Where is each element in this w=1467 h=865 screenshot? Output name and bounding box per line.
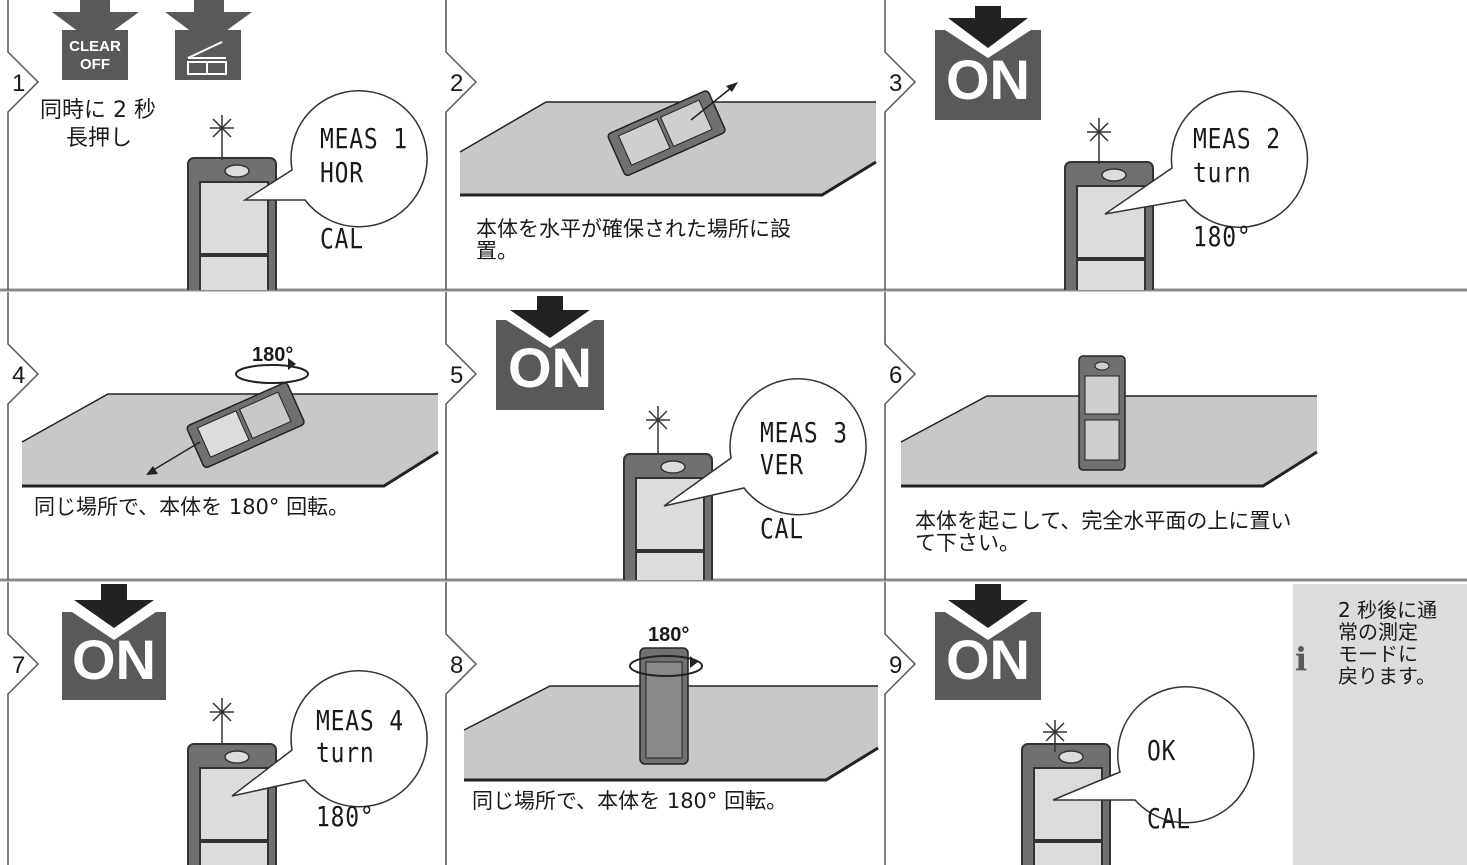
vertical-rotation-graphic xyxy=(463,647,879,782)
step-5-panel: 5 ON MEAS 3 VER CAL xyxy=(446,292,885,580)
step-caption: 本体を起こして、完全水平面の上に置い xyxy=(915,509,1292,533)
step-number: 4 xyxy=(12,362,26,389)
display-line: MEAS 1 xyxy=(320,122,408,155)
step-6-panel: 6 本体を起こして、完全水平面の上に置い て下さい。 xyxy=(885,292,1467,580)
on-button-label: ON xyxy=(72,628,156,691)
horizontal-surface-graphic xyxy=(459,82,877,197)
display-line: CAL xyxy=(320,222,364,255)
step-caption: 長押し xyxy=(66,126,133,151)
step-3-panel: 3 ON MEAS 2 turn 180° xyxy=(885,0,1467,290)
clear-off-button-graphic xyxy=(52,0,428,290)
info-text-line: 2 秒後に通 xyxy=(1338,598,1438,622)
clear-button-label: CLEAR xyxy=(69,38,121,55)
info-text-line: 戻ります。 xyxy=(1338,664,1436,688)
step-caption: 同時に 2 秒 xyxy=(40,98,156,123)
display-line: MEAS 2 xyxy=(1193,122,1281,155)
display-line: 180° xyxy=(1193,220,1252,253)
display-line: VER xyxy=(760,448,804,481)
vertical-device-graphic xyxy=(900,355,1318,488)
step-caption: 同じ場所で、本体を 180° 回転。 xyxy=(34,495,350,519)
step-caption: 置。 xyxy=(476,239,518,263)
step-9-panel: 9 ON OK CAL xyxy=(885,582,1293,865)
off-button-label: OFF xyxy=(80,56,110,73)
info-chevron xyxy=(1293,584,1467,865)
info-icon: i xyxy=(1295,640,1308,678)
step-1-panel: 1 CLEAR OFF 同時に 2 秒 長押し MEAS 1 xyxy=(0,0,446,290)
on-button-label: ON xyxy=(946,48,1030,111)
step-number: 5 xyxy=(450,362,464,389)
on-button-graphic xyxy=(496,296,867,580)
step-4-panel: 4 180° 同じ場所で、本体を 180° 回転。 xyxy=(0,292,446,580)
info-text-line: 常の測定 xyxy=(1338,620,1418,644)
info-box: i 2 秒後に通 常の測定 モードに 戻ります。 xyxy=(1293,584,1467,865)
step-number: 7 xyxy=(12,652,26,679)
display-line: turn xyxy=(316,736,375,769)
step-number: 6 xyxy=(889,362,903,389)
step-number: 1 xyxy=(12,70,26,97)
on-button-label: ON xyxy=(508,336,592,399)
on-button-graphic xyxy=(62,584,428,865)
on-button-graphic xyxy=(935,6,1309,290)
display-line: MEAS 3 xyxy=(760,416,848,449)
step-number: 3 xyxy=(889,70,903,97)
step-7-panel: 7 ON MEAS 4 turn 180° xyxy=(0,582,446,865)
display-line: CAL xyxy=(1147,802,1191,835)
display-line: turn xyxy=(1193,156,1252,189)
step-caption: 同じ場所で、本体を 180° 回転。 xyxy=(472,789,788,813)
display-line: 180° xyxy=(316,800,375,833)
rotation-label: 180° xyxy=(252,344,294,366)
step-number: 8 xyxy=(450,652,464,679)
display-line: HOR xyxy=(320,156,364,189)
info-text-line: モードに xyxy=(1338,642,1418,666)
step-2-panel: 2 本体を水平が確保された場所に設 置。 xyxy=(446,0,885,290)
rotation-label: 180° xyxy=(648,624,690,646)
rotation-graphic xyxy=(21,358,439,488)
display-line: OK xyxy=(1147,734,1177,767)
step-number: 2 xyxy=(450,70,464,97)
on-button-graphic xyxy=(935,584,1255,865)
step-caption: て下さい。 xyxy=(915,531,1020,555)
step-number: 9 xyxy=(889,652,903,679)
step-8-panel: 8 180° 同じ場所で、本体を 180° 回転。 xyxy=(446,582,885,865)
on-button-label: ON xyxy=(946,628,1030,691)
step-caption: 本体を水平が確保された場所に設 xyxy=(476,217,791,241)
display-line: CAL xyxy=(760,512,804,545)
display-line: MEAS 4 xyxy=(316,704,404,737)
